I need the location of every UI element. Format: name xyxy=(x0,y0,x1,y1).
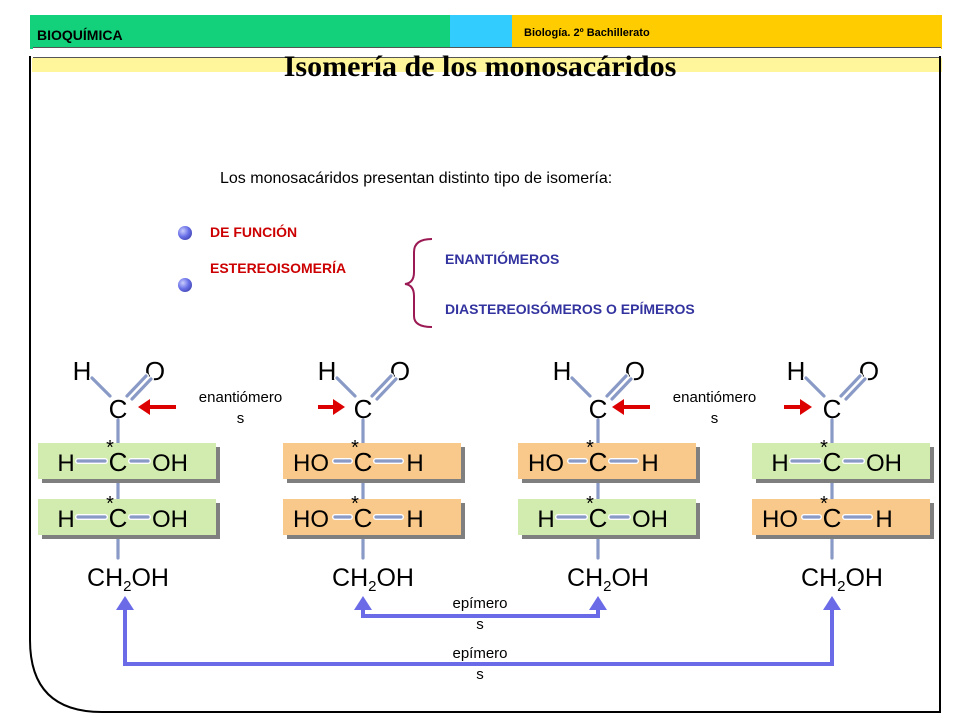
bond-c-h xyxy=(90,376,112,398)
right-substituent: OH xyxy=(866,450,902,477)
top-atom-h: H xyxy=(318,356,337,386)
right-substituent: H xyxy=(406,450,423,477)
substituent-box xyxy=(38,499,216,535)
type-diastereoisomers: DIASTEREOISÓMEROS O EPÍMEROS xyxy=(445,301,695,317)
bond-c-h xyxy=(570,376,592,398)
terminal-group: CH2OH xyxy=(87,564,169,595)
chiral-mark: * xyxy=(820,437,828,459)
top-atom-h: H xyxy=(787,356,806,386)
substituent-box xyxy=(283,499,461,535)
right-substituent: OH xyxy=(632,506,668,533)
epimers-label-outer: epímero s xyxy=(452,645,508,683)
terminal-group: CH2OH xyxy=(567,564,649,595)
double-bond-c-o xyxy=(125,374,148,398)
right-substituent: H xyxy=(406,506,423,533)
chiral-mark: * xyxy=(820,493,828,515)
header-course: Biología. 2º Bachillerato xyxy=(524,27,650,39)
left-substituent: HO xyxy=(528,450,564,477)
carbonyl-carbon: C xyxy=(354,394,373,424)
carbonyl-carbon: C xyxy=(589,394,608,424)
substituent-box xyxy=(38,443,216,479)
carbonyl-carbon: C xyxy=(823,394,842,424)
epimers-label-inner: epímero s xyxy=(452,595,508,633)
header-accent-bar xyxy=(450,15,512,49)
epimer-connector xyxy=(123,608,834,666)
left-substituent: HO xyxy=(293,506,329,533)
header-course-bar xyxy=(512,15,942,49)
right-substituent: OH xyxy=(152,506,188,533)
chiral-mark: * xyxy=(351,437,359,459)
chiral-carbon: C xyxy=(823,447,842,477)
slide-title: Isomería de los monosacáridos xyxy=(283,50,677,83)
enantiomers-label-1: enantiómero s xyxy=(198,389,283,427)
intro-text: Los monosacáridos presentan distinto tip… xyxy=(220,170,613,187)
chiral-mark: * xyxy=(106,437,114,459)
double-bond-c-o xyxy=(375,377,398,401)
terminal-group: CH2OH xyxy=(801,564,883,595)
header-subject-bar xyxy=(30,15,450,49)
chiral-mark: * xyxy=(586,437,594,459)
substituent-box xyxy=(518,443,696,479)
category-stereoisomerism: ESTEREOISOMERÍA xyxy=(210,260,347,276)
chiral-mark: * xyxy=(586,493,594,515)
left-substituent: H xyxy=(537,506,554,533)
substituent-box xyxy=(518,499,696,535)
chiral-carbon: C xyxy=(354,503,373,533)
epimer-arrow-head xyxy=(116,596,134,610)
carbonyl-carbon: C xyxy=(109,394,128,424)
terminal-group: CH2OH xyxy=(332,564,414,595)
chiral-carbon: C xyxy=(354,447,373,477)
substituent-box xyxy=(283,443,461,479)
epimer-arrow-head xyxy=(589,596,607,610)
left-substituent: HO xyxy=(762,506,798,533)
epimer-arrow-head xyxy=(354,596,372,610)
left-substituent: H xyxy=(771,450,788,477)
enantiomer-arrow-head xyxy=(138,399,150,415)
chiral-carbon: C xyxy=(109,503,128,533)
top-atom-h: H xyxy=(553,356,572,386)
header-divider xyxy=(33,47,941,58)
epimer-connector xyxy=(361,608,600,618)
enantiomer-arrow-head xyxy=(800,399,812,415)
double-bond-c-o xyxy=(605,374,628,398)
header-subject: BIOQUÍMICA xyxy=(37,27,123,43)
chiral-mark: * xyxy=(351,493,359,515)
double-bond-c-o xyxy=(370,374,393,398)
left-substituent: HO xyxy=(293,450,329,477)
chiral-carbon: C xyxy=(823,503,842,533)
double-bond-c-o xyxy=(844,377,867,401)
left-substituent: H xyxy=(57,450,74,477)
bullet-icon xyxy=(178,226,192,240)
right-substituent: OH xyxy=(152,450,188,477)
title-highlight-strip xyxy=(32,58,942,72)
left-substituent: H xyxy=(57,506,74,533)
chiral-mark: * xyxy=(106,493,114,515)
double-bond-c-o xyxy=(130,377,153,401)
enantiomer-arrow-head xyxy=(612,399,624,415)
enantiomers-label-2: enantiómero s xyxy=(672,389,757,427)
epimer-arrow-head xyxy=(823,596,841,610)
chiral-carbon: C xyxy=(109,447,128,477)
chiral-carbon: C xyxy=(589,503,608,533)
top-atom-h: H xyxy=(73,356,92,386)
right-substituent: H xyxy=(641,450,658,477)
type-enantiomers: ENANTIÓMEROS xyxy=(445,251,560,267)
double-bond-c-o xyxy=(839,374,862,398)
right-substituent: H xyxy=(875,506,892,533)
enantiomer-arrow-head xyxy=(333,399,345,415)
bond-c-h xyxy=(804,376,826,398)
bullet-icon xyxy=(178,278,192,292)
substituent-box xyxy=(752,443,930,479)
double-bond-c-o xyxy=(610,377,633,401)
category-function: DE FUNCIÓN xyxy=(210,224,298,240)
bond-c-h xyxy=(335,376,357,398)
chiral-carbon: C xyxy=(589,447,608,477)
substituent-box xyxy=(752,499,930,535)
